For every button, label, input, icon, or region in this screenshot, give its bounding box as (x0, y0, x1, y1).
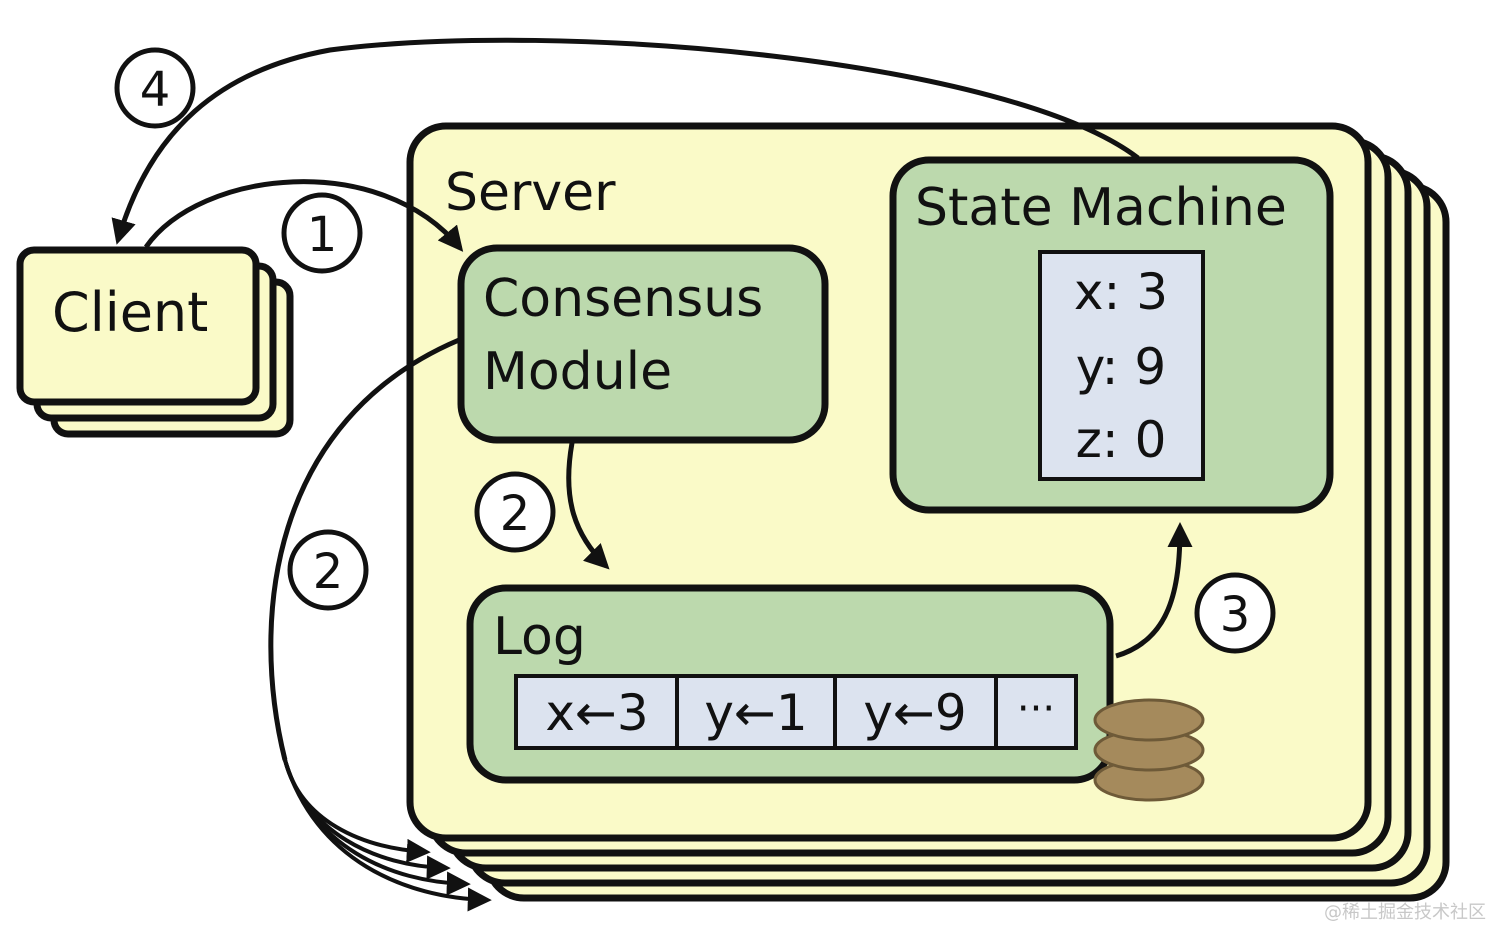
log-label: Log (493, 607, 586, 667)
state-machine-label: State Machine (915, 178, 1287, 238)
log-entry-3: y←9 (863, 684, 966, 742)
log-entry-more: ··· (1017, 686, 1055, 732)
state-value-x: x: 3 (1074, 263, 1168, 321)
svg-text:1: 1 (307, 207, 338, 263)
step-badge-2-inner: 2 (474, 471, 556, 553)
consensus-module-box (457, 244, 829, 444)
consensus-module-label-line1: Consensus (483, 269, 763, 329)
state-value-y: y: 9 (1076, 338, 1167, 396)
disk-storage-icon (1093, 698, 1205, 802)
state-value-z: z: 0 (1076, 411, 1167, 469)
client-stack (16, 246, 294, 438)
client-box (16, 246, 260, 406)
step-badge-4: 4 (114, 47, 196, 129)
svg-text:2: 2 (313, 544, 344, 600)
step-badge-1: 1 (281, 192, 363, 274)
log-entries-row (514, 674, 1078, 750)
step-badge-3: 3 (1194, 572, 1276, 654)
client-label: Client (52, 281, 208, 344)
watermark-text: @稀土掘金技术社区 (1324, 902, 1486, 923)
consensus-module-label-line2: Module (483, 342, 672, 402)
arrow-step4-statemachine-to-client (111, 37, 1140, 245)
arrow-step3-log-to-statemachine (1115, 522, 1193, 659)
step-badge-2-outer: 2 (287, 529, 369, 611)
svg-text:3: 3 (1220, 587, 1251, 643)
svg-text:4: 4 (140, 62, 171, 118)
arrow-step2-consensus-to-log (566, 442, 610, 570)
log-entry-1: x←3 (545, 684, 648, 742)
state-values-table (1038, 250, 1205, 481)
arrow-step1-client-to-consensus (143, 179, 464, 252)
log-entry-2: y←1 (704, 684, 807, 742)
arrows-step2-replicate-to-servers (268, 337, 492, 912)
svg-text:2: 2 (500, 486, 531, 542)
server-label: Server (445, 163, 616, 223)
